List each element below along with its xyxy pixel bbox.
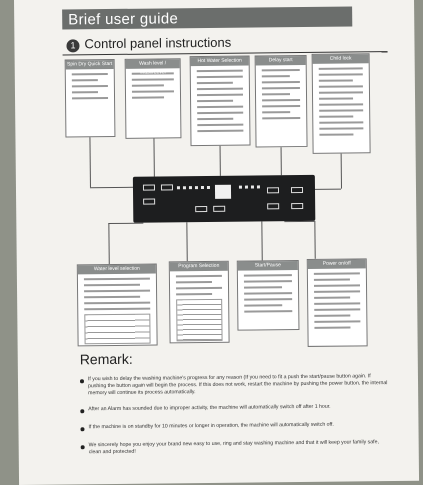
box-header: Delay start [255, 55, 306, 66]
control-panel-diagram [132, 174, 316, 223]
box-header: Power on/off [307, 259, 366, 269]
program-selection-box: Program Selection [168, 260, 230, 344]
child-lock-button [290, 186, 304, 194]
start-pause-button [267, 203, 280, 210]
remark-bullet [80, 445, 85, 450]
section-number: 1 [66, 39, 80, 53]
wash-level-button [160, 184, 174, 191]
box-header: Child lock [312, 54, 369, 64]
remark-item-2: After an Alarm has sounded due to improp… [88, 403, 331, 413]
water-level-button [143, 198, 156, 205]
power-onoff-box: Power on/off [306, 258, 368, 347]
remark-bullet [79, 379, 85, 384]
box-header: Spin Dry Quick Start [65, 59, 114, 70]
delay-start-box: Delay start [254, 54, 308, 148]
remark-heading: Remark: [79, 350, 133, 368]
start-pause-box: Start/Pause [236, 260, 300, 331]
box-header: Start/Pause [237, 261, 298, 271]
box-header: Hot Water Selection [190, 56, 249, 67]
display-window [214, 184, 232, 199]
remark-bullet [80, 409, 85, 414]
hot-water-box: Hot Water Selection [189, 55, 251, 147]
remark-bullet [80, 427, 85, 432]
child-lock-box: Child lock [311, 53, 371, 154]
program-select-button [213, 205, 226, 212]
delay-start-button [266, 187, 280, 194]
program-button [195, 205, 208, 213]
water-level-box: Water level selection [76, 263, 158, 347]
remark-item-4: We sincerely hope you enjoy your brand n… [88, 439, 379, 456]
spin-dry-box: Spin Dry Quick Start [64, 58, 116, 138]
page-title: Brief user guide [68, 10, 179, 29]
user-guide-sheet: Brief user guide 1 Control panel instruc… [14, 0, 420, 485]
box-header: Program Selection [169, 261, 228, 272]
box-header: Wash level / Wash/Level [125, 59, 180, 76]
box-header: Water level selection [77, 264, 156, 275]
remark-item-3: If the machine is on standby for 10 minu… [88, 421, 334, 431]
remark-item-1: If you wish to delay the washing machine… [87, 373, 388, 397]
wash-level-box: Wash level / Wash/Level [124, 58, 182, 139]
power-button [291, 202, 304, 210]
section-title: Control panel instructions [84, 34, 232, 52]
spin-dry-button [142, 184, 156, 191]
